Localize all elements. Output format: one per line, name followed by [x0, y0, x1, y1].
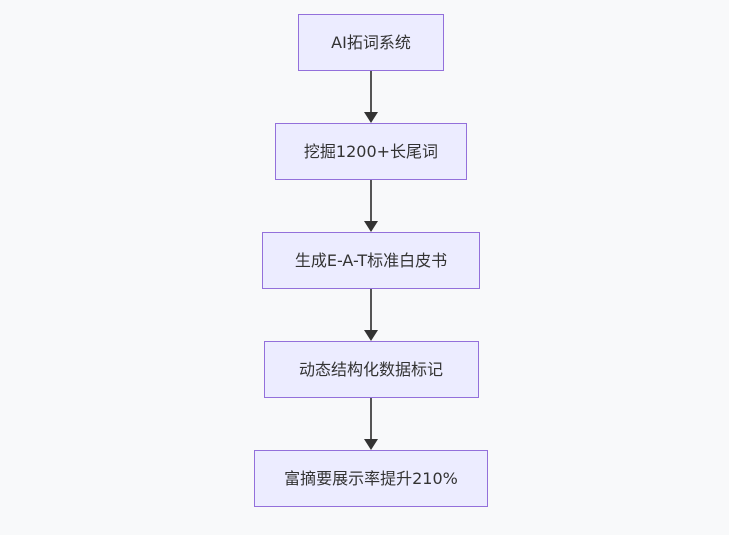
flow-node-structured-data-markup: 动态结构化数据标记: [263, 341, 479, 398]
flow-node-rich-snippet-result: 富摘要展示率提升210%: [254, 450, 488, 507]
arrow-head-icon: [364, 221, 378, 232]
arrow-line: [370, 71, 372, 113]
flow-node-longtail-mining: 挖掘1200+长尾词: [275, 123, 467, 180]
node-label: 挖掘1200+长尾词: [303, 141, 439, 161]
flow-node-ai-keyword-system: AI拓词系统: [298, 14, 444, 71]
arrow-line: [370, 289, 372, 331]
node-label: AI拓词系统: [331, 32, 411, 52]
arrow-head-icon: [364, 439, 378, 450]
edge-connector-2: [364, 180, 378, 232]
flowchart: AI拓词系统 挖掘1200+长尾词 生成E-A-T标准白皮书 动态结构化数据标记: [254, 14, 488, 507]
arrow-head-icon: [364, 330, 378, 341]
node-label: 生成E-A-T标准白皮书: [294, 250, 448, 270]
arrow-head-icon: [364, 112, 378, 123]
arrow-line: [370, 398, 372, 440]
edge-connector-3: [364, 289, 378, 341]
node-label: 动态结构化数据标记: [298, 359, 443, 379]
edge-connector-1: [364, 71, 378, 123]
node-label: 富摘要展示率提升210%: [284, 468, 458, 488]
edge-connector-4: [364, 398, 378, 450]
flow-node-eat-whitepaper: 生成E-A-T标准白皮书: [262, 232, 480, 289]
arrow-line: [370, 180, 372, 222]
